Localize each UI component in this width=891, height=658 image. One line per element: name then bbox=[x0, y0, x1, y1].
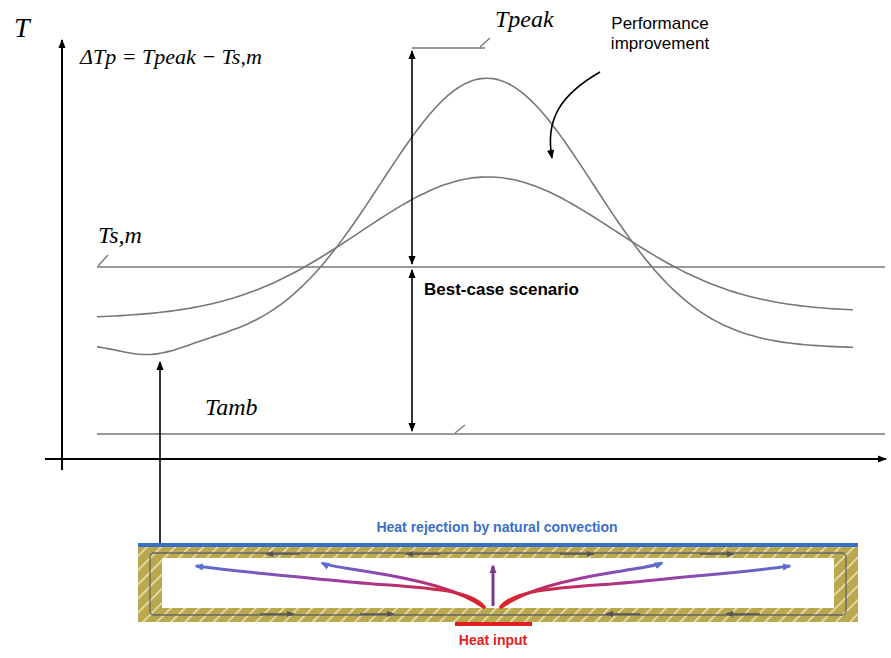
temperature-curves bbox=[97, 78, 853, 354]
improved-curve bbox=[97, 177, 853, 317]
peak-curve bbox=[97, 78, 853, 354]
axis-label: T bbox=[14, 12, 30, 44]
equation-label: ΔTp = Tpeak − Ts,m bbox=[80, 44, 262, 69]
level-label: Tamb bbox=[205, 394, 257, 422]
reference-lines bbox=[97, 38, 885, 434]
axes bbox=[45, 40, 886, 470]
dimension-arrows bbox=[160, 51, 600, 544]
boundary-label: Heat rejection by natural convection bbox=[376, 519, 617, 535]
vapor-chamber bbox=[138, 545, 858, 624]
annotation-label: Best-case scenario bbox=[424, 280, 579, 300]
annotation-label: Performance improvement bbox=[600, 14, 720, 53]
boundary-label: Heat input bbox=[459, 632, 527, 648]
peak-label: Tpeak bbox=[495, 6, 554, 34]
level-label: Ts,m bbox=[98, 222, 142, 250]
